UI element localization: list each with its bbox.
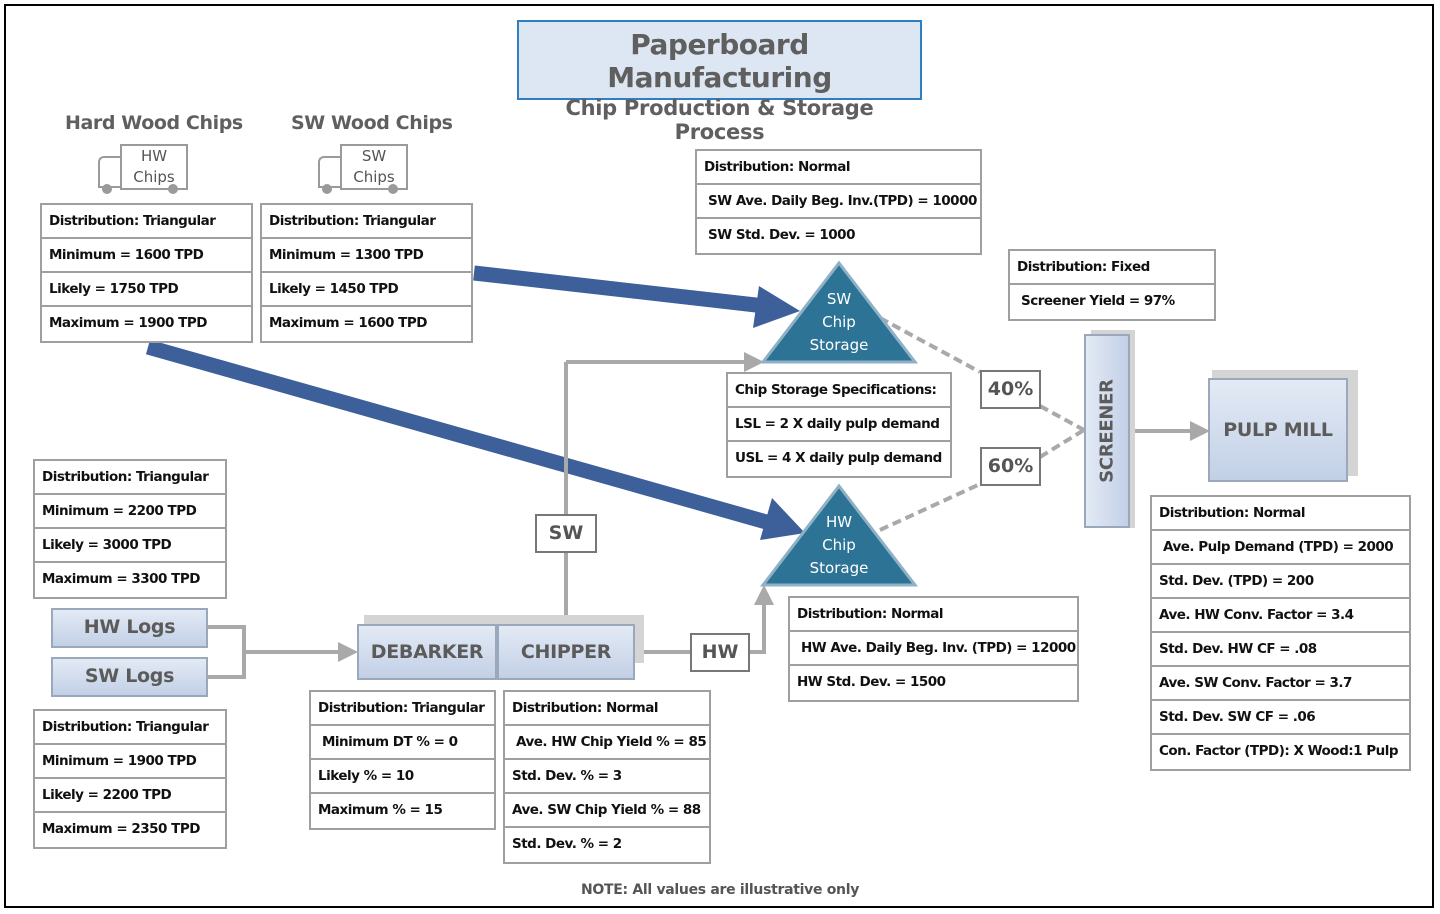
table-row: Likely = 1450 TPD [262, 273, 471, 307]
table-row: Likely = 1750 TPD [42, 273, 251, 307]
screener-node: SCREENER [1084, 334, 1130, 528]
screener-distribution-table: Distribution: Fixed Screener Yield = 97% [1008, 249, 1216, 321]
table-row: Std. Dev. % = 2 [512, 836, 622, 852]
table-row: Ave. HW Chip Yield % = 85 [505, 726, 709, 760]
hw-split-percentage: 60% [980, 447, 1041, 486]
table-row: Maximum = 3300 TPD [42, 571, 200, 587]
sw-chips-distribution-table: Distribution: Triangular Minimum = 1300 … [260, 203, 473, 343]
arrow-hw-chips-to-hw-storage [145, 339, 805, 540]
screener-label: SCREENER [1096, 379, 1118, 483]
table-row: Minimum = 2200 TPD [35, 495, 225, 529]
storage-label-line: Chip [822, 313, 856, 331]
page-title: Paperboard Manufacturing [607, 28, 832, 94]
connector-chipper-sw-path [564, 352, 764, 622]
storage-label-line: Chip [822, 536, 856, 554]
hw-chips-distribution-table: Distribution: Triangular Minimum = 1600 … [40, 203, 253, 343]
table-row: Distribution: Triangular [262, 205, 471, 239]
table-row: SW Std. Dev. = 1000 [708, 227, 855, 243]
table-row: Maximum % = 15 [318, 802, 443, 818]
diagram-title-box: Paperboard Manufacturing Chip Production… [517, 20, 922, 144]
table-row: Std. Dev. (TPD) = 200 [1152, 565, 1409, 599]
table-row: HW Ave. Daily Beg. Inv. (TPD) = 12000 [790, 632, 1077, 666]
table-row: Likely = 2200 TPD [35, 779, 225, 813]
table-row: Distribution: Normal [790, 598, 1077, 632]
storage-label-line: Storage [809, 336, 869, 354]
arrow-sw-chips-to-sw-storage [473, 265, 800, 328]
table-row: Std. Dev. HW CF = .08 [1152, 633, 1409, 667]
chipper-distribution-table: Distribution: Normal Ave. HW Chip Yield … [503, 690, 711, 864]
table-row: Distribution: Triangular [35, 711, 225, 745]
table-row: Minimum DT % = 0 [311, 726, 494, 760]
table-row: Maximum = 1600 TPD [269, 315, 427, 331]
hw-logs-distribution-table: Distribution: Triangular Minimum = 2200 … [33, 459, 227, 599]
table-row: Distribution: Normal [1152, 497, 1409, 531]
hw-chip-storage-label: HW Chip Storage [784, 511, 894, 580]
hw-flow-tag: HW [690, 633, 750, 672]
sw-chip-storage-triangle [759, 260, 919, 364]
table-row: Ave. Pulp Demand (TPD) = 2000 [1152, 531, 1409, 565]
diagram-frame [4, 4, 1434, 908]
truck-label-line1: SW [361, 147, 387, 165]
sw-logs-distribution-table: Distribution: Triangular Minimum = 1900 … [33, 709, 227, 849]
sw-chips-source-label: SW Wood Chips [291, 112, 453, 134]
connector-logs-to-debarker [208, 625, 358, 679]
chipper-node: CHIPPER [497, 624, 635, 680]
hw-logs-node: HW Logs [51, 608, 208, 648]
table-row: Std. Dev. % = 3 [505, 760, 709, 794]
truck-label-line1: HW [140, 147, 168, 165]
table-row: Distribution: Triangular [35, 461, 225, 495]
table-row: Distribution: Triangular [311, 692, 494, 726]
pulp-mill-node: PULP MILL [1208, 378, 1348, 482]
sw-storage-distribution-table: Distribution: Normal SW Ave. Daily Beg. … [695, 149, 982, 255]
table-row: Likely = 3000 TPD [35, 529, 225, 563]
debarker-distribution-table: Distribution: Triangular Minimum DT % = … [309, 690, 496, 830]
connector-chipper-hw-path [636, 585, 774, 654]
table-row: Con. Factor (TPD): X Wood:1 Pulp [1159, 743, 1399, 759]
chip-storage-specs-table: Chip Storage Specifications: LSL = 2 X d… [726, 372, 952, 478]
table-row: Std. Dev. SW CF = .06 [1152, 701, 1409, 735]
connector-screener-to-pulp-mill [1132, 421, 1210, 441]
sw-chip-storage-label: SW Chip Storage [784, 288, 894, 357]
storage-label-line: Storage [809, 559, 869, 577]
table-row: LSL = 2 X daily pulp demand [728, 408, 950, 442]
table-row: SW Ave. Daily Beg. Inv.(TPD) = 10000 [697, 185, 980, 219]
hw-chip-storage-triangle [759, 483, 919, 587]
storage-label-line: HW [825, 513, 853, 531]
table-row: Maximum = 1900 TPD [49, 315, 207, 331]
sw-logs-node: SW Logs [51, 657, 208, 697]
table-row: Chip Storage Specifications: [728, 374, 950, 408]
table-row: Distribution: Normal [505, 692, 709, 726]
table-row: Distribution: Normal [697, 151, 980, 185]
pulp-mill-distribution-table: Distribution: Normal Ave. Pulp Demand (T… [1150, 495, 1411, 771]
hw-chips-source-label: Hard Wood Chips [65, 112, 243, 134]
connector-storage-to-screener [879, 316, 1086, 532]
table-row: USL = 4 X daily pulp demand [735, 450, 942, 466]
table-row: Likely % = 10 [311, 760, 494, 794]
truck-label-line2: Chips [353, 168, 395, 186]
table-row: Minimum = 1900 TPD [35, 745, 225, 779]
footnote: NOTE: All values are illustrative only [580, 882, 860, 898]
table-row: Ave. SW Conv. Factor = 3.7 [1152, 667, 1409, 701]
table-row: Ave. SW Chip Yield % = 88 [505, 794, 709, 828]
truck-label-line2: Chips [133, 168, 175, 186]
storage-label-line: SW [826, 290, 852, 308]
table-row: Distribution: Triangular [42, 205, 251, 239]
table-row: Maximum = 2350 TPD [42, 821, 200, 837]
table-row: Ave. HW Conv. Factor = 3.4 [1152, 599, 1409, 633]
debarker-node: DEBARKER [357, 624, 497, 680]
table-row: Minimum = 1300 TPD [262, 239, 471, 273]
hw-storage-distribution-table: Distribution: Normal HW Ave. Daily Beg. … [788, 596, 1079, 702]
table-row: Distribution: Fixed [1010, 251, 1214, 285]
table-row: Minimum = 1600 TPD [42, 239, 251, 273]
sw-flow-tag: SW [535, 514, 597, 553]
table-row: HW Std. Dev. = 1500 [797, 674, 946, 690]
page-subtitle: Chip Production & Storage Process [565, 96, 874, 144]
sw-split-percentage: 40% [980, 370, 1041, 409]
table-row: Screener Yield = 97% [1021, 293, 1175, 309]
hw-chips-truck-icon: HW Chips [98, 144, 190, 194]
sw-chips-truck-icon: SW Chips [318, 144, 410, 194]
